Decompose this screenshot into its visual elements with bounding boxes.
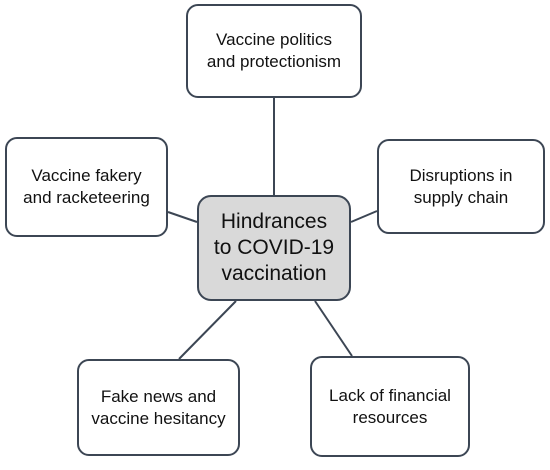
central-node-line2: to COVID-19 <box>213 236 335 259</box>
node-vaccine-politics-line2: and protectionism <box>206 52 342 71</box>
node-financial-resources-line1: Lack of financial <box>329 385 451 405</box>
node-supply-chain: Disruptions in supply chain <box>377 139 545 234</box>
node-supply-chain-line1: Disruptions in <box>409 165 513 185</box>
central-node-hindrances: Hindrances to COVID-19 vaccination <box>197 195 351 301</box>
node-financial-resources: Lack of financial resources <box>310 356 470 457</box>
central-node-line3: vaccination <box>221 262 327 285</box>
node-vaccine-politics-line1: Vaccine politics <box>216 30 332 49</box>
node-vaccine-fakery: Vaccine fakery and racketeering <box>5 137 168 237</box>
node-vaccine-politics: Vaccine politics and protectionism <box>186 4 362 98</box>
node-financial-resources-line2: resources <box>352 407 428 427</box>
connector-left <box>167 211 198 223</box>
node-fake-news: Fake news and vaccine hesitancy <box>77 359 240 456</box>
node-fake-news-line2: vaccine hesitancy <box>91 408 226 428</box>
node-vaccine-fakery-line1: Vaccine fakery <box>31 166 142 185</box>
connector-bottom-right <box>314 300 353 357</box>
central-node-line1: Hindrances <box>220 210 328 233</box>
connector-right <box>350 210 378 223</box>
node-vaccine-fakery-line2: and racketeering <box>23 188 150 207</box>
node-supply-chain-line2: supply chain <box>413 187 509 207</box>
connector-bottom-left <box>178 300 237 360</box>
node-fake-news-line1: Fake news and <box>100 386 217 406</box>
